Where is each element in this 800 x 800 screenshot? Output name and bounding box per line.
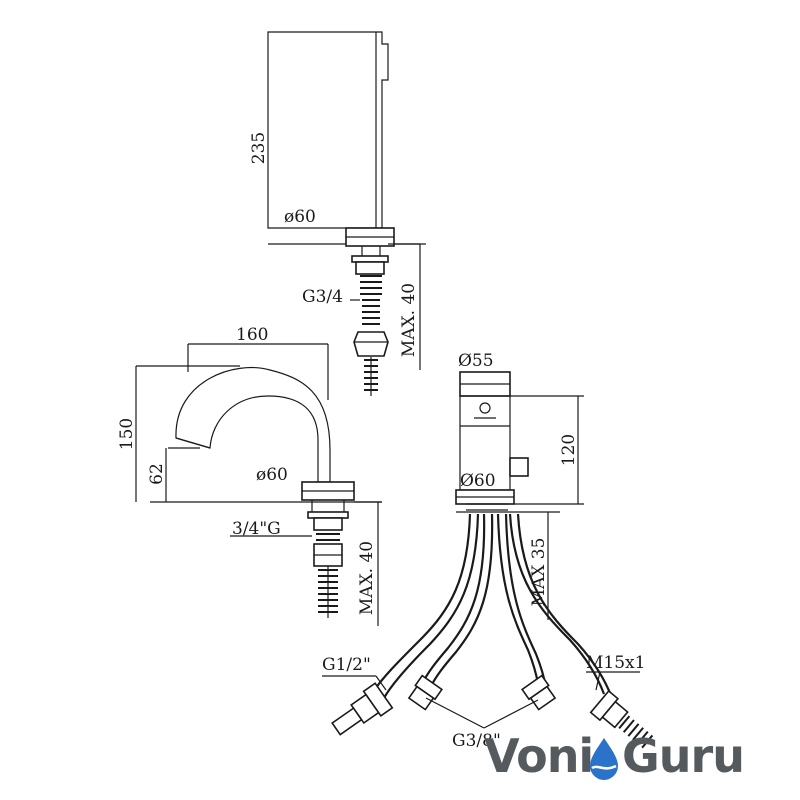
mixer-height-label: 120: [559, 434, 579, 466]
water-drop-icon: [590, 738, 618, 780]
spout-diameter-label: ø60: [256, 465, 288, 485]
hose-left-label: G1/2": [322, 655, 371, 675]
spout-height-label: 150: [117, 418, 137, 450]
hose-right-label: M15x1: [586, 653, 645, 673]
mixer-diameter-label: Ø60: [460, 471, 496, 491]
mixer-top-diameter-label: Ø55: [458, 351, 494, 371]
top-max-label: MAX. 40: [399, 283, 419, 357]
hoses: [322, 513, 654, 749]
hose-bottom-label: G3/8": [452, 731, 501, 751]
spout-outlet-label: 62: [147, 463, 167, 485]
logo-text-part2: Guru: [622, 729, 744, 783]
mixer-unit: [455, 371, 584, 620]
mixer-max-label: MAX 35: [529, 538, 549, 607]
spout-width-label: 160: [236, 325, 268, 345]
top-diameter-label: ø60: [284, 207, 316, 227]
spout-max-label: MAX. 40: [357, 541, 377, 615]
top-thread-label: G3/4: [302, 287, 343, 307]
top-height-label: 235: [249, 132, 269, 164]
spout-unit: [135, 343, 382, 626]
vonios-guru-logo: Voni Guru: [484, 729, 745, 783]
spout-thread-label: 3/4"G: [232, 519, 281, 539]
top-unit: [267, 31, 426, 396]
logo-text-part1: Voni: [484, 729, 593, 783]
